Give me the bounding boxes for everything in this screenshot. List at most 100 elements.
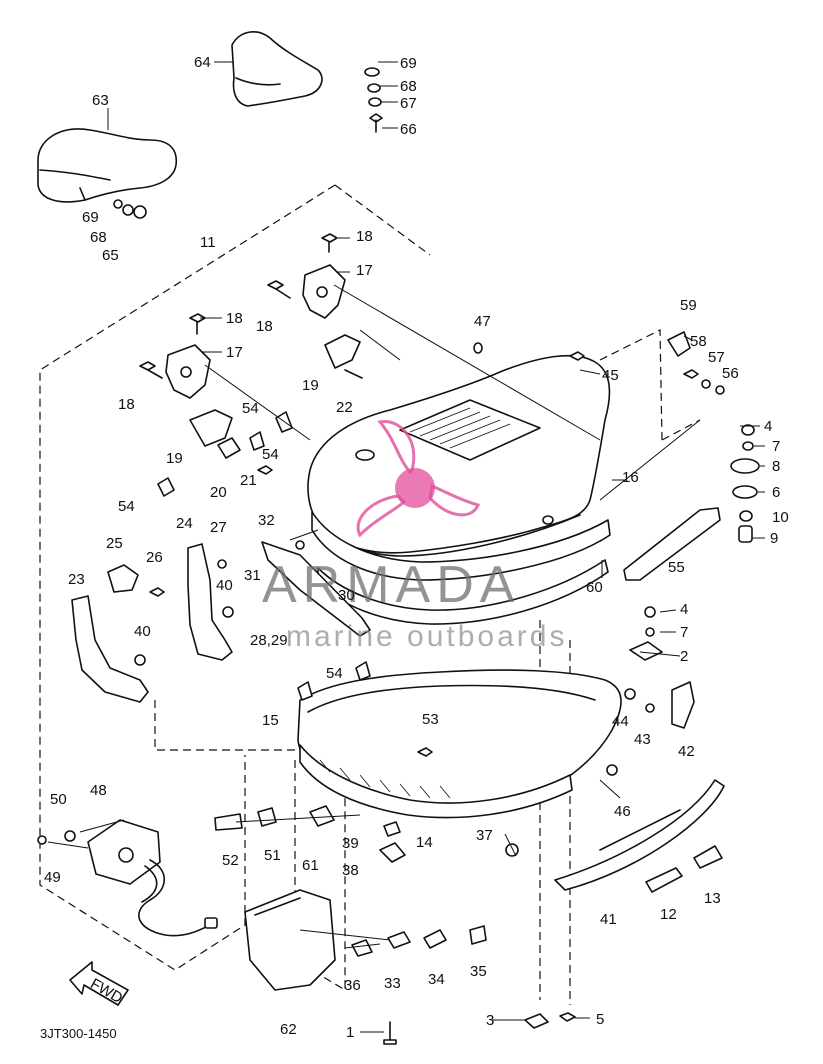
label-66: 66	[400, 121, 417, 138]
label-40a: 40	[216, 577, 233, 594]
hardware-stack-66-69	[113, 67, 383, 219]
label-19a: 19	[302, 377, 319, 394]
label-25: 25	[106, 535, 123, 552]
label-31: 31	[244, 567, 261, 584]
label-57: 57	[708, 349, 725, 366]
cover-62	[244, 889, 336, 991]
label-4: 4	[680, 601, 688, 618]
bracket-19-right	[324, 334, 361, 369]
label-12: 12	[660, 906, 677, 923]
label-26: 26	[146, 549, 163, 566]
label-40b: 40	[134, 623, 151, 640]
lid-inner-tray	[317, 559, 609, 625]
label-37: 37	[476, 827, 493, 844]
hardware-column-33-39	[214, 805, 519, 957]
label-64: 64	[194, 54, 211, 71]
label-33: 33	[384, 975, 401, 992]
label-54d: 54	[326, 665, 343, 682]
label-38: 38	[342, 862, 359, 879]
box-lid-60	[307, 354, 611, 581]
label-58: 58	[690, 333, 707, 350]
side-trim-55	[623, 507, 721, 581]
label-8: 8	[772, 458, 780, 475]
label-43: 43	[634, 731, 651, 748]
label-42: 42	[678, 743, 695, 760]
label-69a: 69	[400, 55, 417, 72]
taillight-48	[87, 819, 218, 937]
label-2: 2	[680, 648, 688, 665]
label-39: 39	[342, 835, 359, 852]
bracket-31-30	[261, 541, 371, 637]
label-10: 10	[772, 509, 789, 526]
label-30: 30	[338, 587, 355, 604]
label-68a: 68	[400, 78, 417, 95]
label-20: 20	[210, 484, 227, 501]
drawing-code: 3JT300-1450	[40, 1026, 117, 1041]
label-56: 56	[722, 365, 739, 382]
watermark-tagline: marine outboards	[286, 620, 567, 653]
latch-20	[217, 437, 241, 459]
watermark-brand: ARMADA	[262, 556, 520, 614]
fwd-direction-arrow: FWD	[69, 961, 129, 1007]
assembly-outline-11	[39, 184, 701, 971]
label-53: 53	[422, 711, 439, 728]
label-60: 60	[586, 579, 603, 596]
propeller-blade-icon	[377, 420, 416, 475]
label-54c: 54	[118, 498, 135, 515]
leader-lines	[47, 61, 765, 1033]
seat-cushion-63	[37, 128, 178, 203]
label-63: 63	[92, 92, 109, 109]
clip-25	[107, 564, 139, 593]
label-65: 65	[102, 247, 119, 264]
label-18c: 18	[226, 310, 243, 327]
hinge-arm-23	[71, 595, 149, 703]
label-68b: 68	[90, 229, 107, 246]
label-54a: 54	[242, 400, 259, 417]
label-4b: 4	[764, 418, 772, 435]
bracket-17-lower	[165, 344, 211, 399]
label-18d: 18	[118, 396, 135, 413]
label-46: 46	[614, 803, 631, 820]
propeller-blade-icon	[356, 494, 407, 538]
side-trim-41	[554, 779, 725, 891]
label-11: 11	[200, 234, 216, 251]
label-5: 5	[596, 1011, 604, 1028]
label-21: 21	[240, 472, 257, 489]
label-44: 44	[612, 713, 629, 730]
label-69b: 69	[82, 209, 99, 226]
label-7: 7	[772, 438, 780, 455]
label-36: 36	[344, 977, 361, 994]
label-19b: 19	[166, 450, 183, 467]
pad-2	[629, 641, 663, 661]
label-52: 52	[222, 852, 239, 869]
bracket-17-upper	[302, 264, 346, 319]
label-24: 24	[176, 515, 193, 532]
label-50: 50	[50, 791, 67, 808]
label-16: 16	[622, 469, 639, 486]
label-13: 13	[704, 890, 721, 907]
box-base-14	[297, 669, 622, 819]
label-27: 27	[210, 519, 227, 536]
label-6: 6	[772, 484, 780, 501]
bottom-fasteners	[383, 1012, 576, 1045]
label-45: 45	[602, 367, 619, 384]
label-49: 49	[44, 869, 61, 886]
label-18b: 18	[256, 318, 273, 335]
label-47: 47	[474, 313, 491, 330]
label-62: 62	[280, 1021, 297, 1038]
label-55: 55	[668, 559, 685, 576]
assembly-outline-inner	[154, 620, 571, 1005]
label-67: 67	[400, 95, 417, 112]
part-number-labels: 1 2 3 4 4 5 6 7 7 8 9 10 11 12 13 14 15 …	[44, 54, 789, 1041]
label-17b: 17	[226, 344, 243, 361]
armada-watermark-logo: ARMADA marine outboards	[262, 420, 567, 653]
hinge-arm-24	[187, 543, 233, 661]
bracket-42	[671, 681, 695, 729]
label-28-29: 28,29	[250, 632, 288, 649]
label-34: 34	[428, 971, 445, 988]
plate-12	[645, 867, 683, 893]
propeller-hub-icon	[395, 468, 435, 508]
label-17a: 17	[356, 262, 373, 279]
label-22: 22	[336, 399, 353, 416]
